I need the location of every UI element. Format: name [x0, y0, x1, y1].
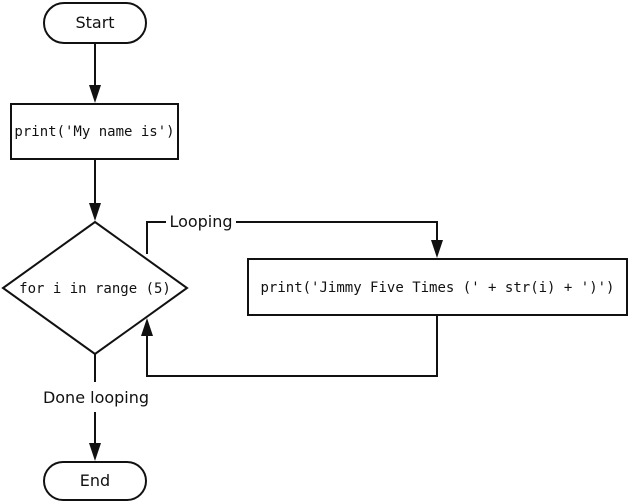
arrowhead-up — [141, 318, 153, 336]
connector-line — [236, 221, 438, 242]
arrowhead-down — [89, 85, 101, 103]
done-looping-edge-label: Done looping — [43, 388, 149, 407]
arrowhead-down — [89, 203, 101, 221]
print-name-node: print('My name is') — [10, 103, 179, 160]
print-name-label: print('My name is') — [14, 124, 174, 140]
start-label: Start — [75, 13, 114, 32]
end-terminal-shape — [43, 461, 147, 501]
print-jimmy-node: print('Jimmy Five Times (' + str(i) + ')… — [247, 258, 628, 316]
connector-line — [146, 315, 438, 377]
loop-condition-label: for i in range (5) — [19, 281, 171, 297]
edge-print-name-to-loop — [89, 159, 101, 221]
print-jimmy-process-box — [247, 258, 628, 316]
arrowhead-down — [431, 240, 443, 258]
print-name-process-box — [10, 103, 179, 160]
edge-looping: Looping — [146, 212, 443, 258]
edge-start-to-print-name — [89, 43, 101, 103]
print-jimmy-label: print('Jimmy Five Times (' + str(i) + ')… — [260, 280, 614, 296]
end-label: End — [80, 471, 110, 490]
loop-decision-node: for i in range (5) — [1, 220, 189, 356]
arrowhead-down — [89, 443, 101, 461]
edge-done-looping: Done looping — [43, 354, 149, 461]
connector-line — [146, 221, 166, 254]
edge-loop-back — [141, 315, 438, 377]
start-node: Start — [43, 2, 147, 44]
end-node: End — [43, 461, 147, 501]
looping-edge-label: Looping — [169, 212, 232, 231]
